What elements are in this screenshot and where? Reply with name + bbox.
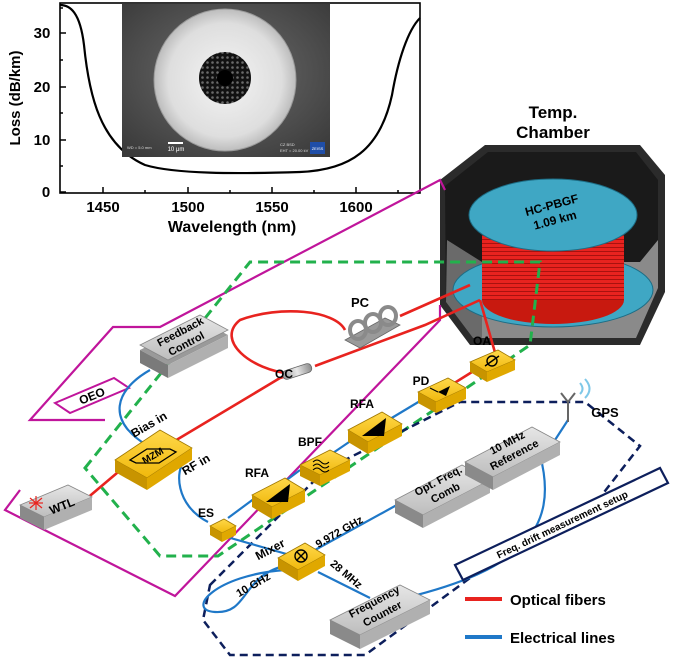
line-rfa-es <box>227 497 256 519</box>
sem-info-right-1: CZ BSD <box>280 142 295 147</box>
fiber-mzm-oc <box>167 372 293 447</box>
line-ref-gps <box>554 419 569 441</box>
es-label: ES <box>198 506 214 520</box>
bpf-label: BPF <box>298 435 322 449</box>
chamber-title-line1: Temp. <box>529 103 578 122</box>
x-tick-1600: 1600 <box>339 199 372 216</box>
y-tick-0: 0 <box>42 184 50 201</box>
optical-attenuator: OA <box>469 334 516 382</box>
legend: Optical fibers Electrical lines <box>465 592 615 647</box>
y-axis-label: Loss (dB/km) <box>7 50 24 145</box>
x-tick-1550: 1550 <box>255 199 288 216</box>
line-feedback-bias <box>118 369 151 447</box>
y-tick-10: 10 <box>34 132 51 149</box>
photodetector: PD <box>413 374 467 413</box>
setup-tag-box <box>453 466 670 582</box>
oeo-loop-top <box>27 178 446 422</box>
sem-info-right-2: EHT = 20.00 kV <box>280 148 309 153</box>
sem-info-left: WD = 5.0 mm <box>127 145 152 150</box>
wtl-laser: WTL <box>19 484 93 530</box>
x-ticks <box>102 187 399 193</box>
sem-inset: 10 μm WD = 5.0 mm CZ BSD EHT = 20.00 kV … <box>122 4 330 157</box>
gps-label: GPS <box>591 405 619 420</box>
oeo-box <box>52 376 132 415</box>
fiber-hollow-core <box>217 70 233 86</box>
pc-label: PC <box>351 295 370 310</box>
freq-9972-label: 9.972 GHz <box>314 514 366 551</box>
oeo-core-region <box>83 260 542 558</box>
reference-10mhz: 10 MHz Reference <box>464 426 561 490</box>
frequency-counter: Frequency Counter <box>329 584 431 649</box>
mzm-modulator: MZM Bias in RF in <box>114 409 212 490</box>
rf-amplifier-2: RFA <box>245 466 306 519</box>
bandpass-filter: BPF <box>298 435 351 486</box>
y-tick-30: 30 <box>34 25 51 42</box>
rf-amplifier-1: RFA <box>347 397 403 454</box>
laser-icon <box>29 496 43 510</box>
oeo-tag: OEO <box>52 376 132 415</box>
gps-antenna: GPS <box>560 378 619 422</box>
scale-label: 10 μm <box>168 147 185 153</box>
setup-label: Freq. drift measurement setup <box>495 489 630 561</box>
zeiss-logo-text: ZEISS <box>312 146 324 151</box>
rfa2-label: RFA <box>245 466 269 480</box>
temp-chamber: Temp. Chamber HC-PBGF 1.09 km <box>440 103 665 345</box>
plot-frame <box>59 2 421 194</box>
y-tick-20: 20 <box>34 79 51 96</box>
oa-label: OA <box>473 334 491 348</box>
fiber-pc-chamber <box>399 283 471 318</box>
legend-electrical-label: Electrical lines <box>510 630 615 647</box>
gps-signal-icon <box>579 382 584 395</box>
spool-top-flange <box>468 178 638 252</box>
loss-curve <box>59 3 421 175</box>
polarization-controller: PC <box>344 295 401 349</box>
electrical-splitter: ES <box>198 506 237 542</box>
chamber-title-line2: Chamber <box>516 123 590 142</box>
pd-label: PD <box>413 374 430 388</box>
loss-plot: 0 10 20 30 1450 1500 1550 1600 Loss (dB/… <box>7 2 421 236</box>
line-mixer-counter <box>317 571 371 599</box>
line-es-mixer <box>219 533 291 557</box>
line-10ghz-loop <box>202 563 289 614</box>
oc-coupler: OC <box>275 363 313 381</box>
oc-label: OC <box>275 367 293 381</box>
fiber-oc-pc-loop <box>230 310 347 376</box>
x-axis-label: Wavelength (nm) <box>168 219 296 236</box>
legend-optical-label: Optical fibers <box>510 592 606 609</box>
x-tick-1450: 1450 <box>86 199 119 216</box>
y-ticks <box>60 7 66 193</box>
fiber-chamber-out <box>314 298 481 368</box>
feedback-control: Feedback Control <box>139 314 229 378</box>
zeiss-logo <box>310 142 325 154</box>
x-tick-1500: 1500 <box>171 199 204 216</box>
oeo-loop-bottom <box>3 305 442 598</box>
rfa1-label: RFA <box>350 397 374 411</box>
